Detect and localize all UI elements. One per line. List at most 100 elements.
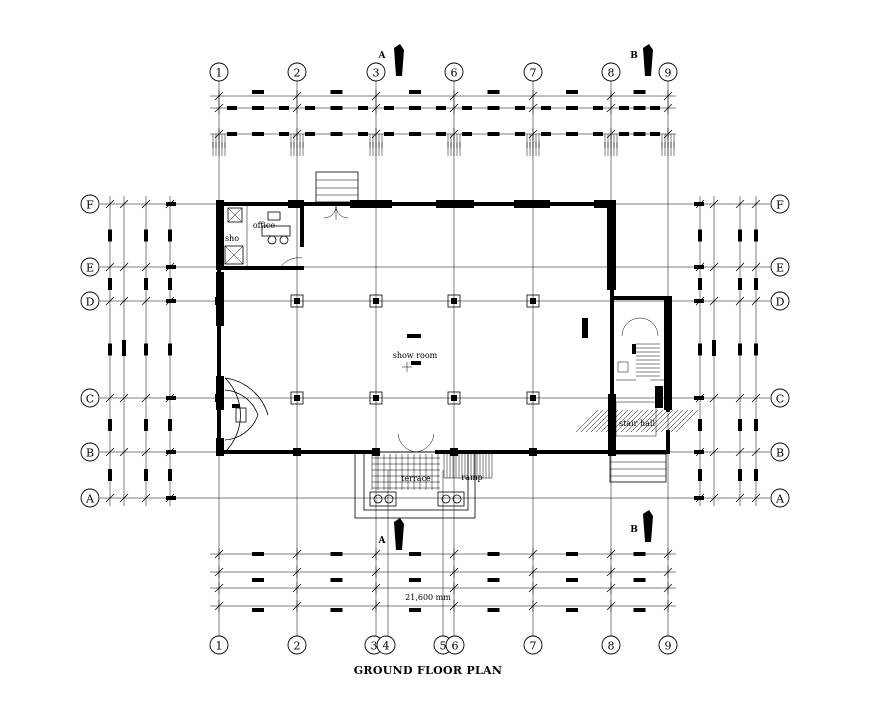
dimension-mark xyxy=(738,229,742,242)
dimension-tick xyxy=(709,296,719,306)
grid-bubble-right-circle xyxy=(770,388,790,408)
dimension-tick xyxy=(751,296,761,306)
dimension-mark xyxy=(754,229,758,242)
column xyxy=(529,448,537,456)
dimension-mark xyxy=(166,396,176,400)
dimension-tick xyxy=(105,447,115,457)
column xyxy=(447,294,461,308)
office-furniture xyxy=(224,207,291,265)
grid-bubble-left-label: D xyxy=(86,296,95,309)
dimension-chains xyxy=(105,90,761,612)
terrace xyxy=(354,451,493,519)
column-core xyxy=(294,298,300,304)
hatch-line xyxy=(615,409,639,433)
dimension-tick xyxy=(751,262,761,272)
grid-bubble-bottom-label: 7 xyxy=(530,640,537,653)
dimension-mark xyxy=(694,396,704,400)
dimension-mark xyxy=(166,265,176,269)
dimension-mark xyxy=(305,132,315,136)
dimension-mark xyxy=(487,132,500,136)
section-marker-b-bottom: B xyxy=(630,510,653,542)
dimension-tick xyxy=(751,447,761,457)
dimension-mark xyxy=(436,132,446,136)
grid-bubble-right-circle xyxy=(770,291,790,311)
dimension-mark xyxy=(754,343,758,356)
dimension-tick xyxy=(709,199,719,209)
dimension-mark xyxy=(108,469,112,481)
office-label: office xyxy=(253,221,276,230)
hatch-line xyxy=(645,409,669,433)
dimension-tick xyxy=(141,493,151,503)
grid-bubble-bottom-label: 9 xyxy=(665,640,672,653)
dimension-mark xyxy=(694,450,704,454)
svg-text:A: A xyxy=(378,536,387,546)
dimension-mark xyxy=(144,343,148,356)
dimension-mark xyxy=(168,343,172,356)
dimension-mark xyxy=(650,132,660,136)
dimension-mark xyxy=(633,106,646,110)
dimension-tick xyxy=(751,393,761,403)
dimension-mark xyxy=(541,106,551,110)
hatch-line xyxy=(590,409,614,433)
hatch-line xyxy=(620,409,644,433)
dimension-tick xyxy=(141,199,151,209)
grid-bubble-bottom-circle xyxy=(445,635,465,655)
grid-bubble-bottom-circle xyxy=(523,635,543,655)
dimension-tick xyxy=(105,262,115,272)
grid-bubble-top-circle xyxy=(209,62,229,82)
stair-hall-label: stair hall xyxy=(619,419,655,428)
grid-bubble-bottom-label: 4 xyxy=(383,640,390,653)
dimension-tick xyxy=(709,262,719,272)
grid-bubble-bottom-circle xyxy=(658,635,678,655)
section-marker-b-top: B xyxy=(630,44,653,76)
grid-bubble-right-label: F xyxy=(776,199,784,212)
rear-steps xyxy=(609,453,667,483)
dimension-mark xyxy=(698,343,702,356)
grid-bubble-right-label: E xyxy=(776,262,784,275)
dimension-tick xyxy=(141,262,151,272)
grid-bubble-bottom-label: 2 xyxy=(294,640,301,653)
dimension-mark xyxy=(487,106,500,110)
grid-bubble-left-circle xyxy=(80,194,100,214)
dimension-mark xyxy=(409,90,421,94)
center-mark xyxy=(411,361,421,365)
dimension-mark xyxy=(566,608,578,612)
dimension-mark xyxy=(358,132,368,136)
entrance-steps xyxy=(315,171,359,203)
dimension-mark xyxy=(650,106,660,110)
dimension-mark xyxy=(252,608,264,612)
column xyxy=(290,391,304,405)
reception-desk xyxy=(224,377,269,453)
dimension-mark xyxy=(144,469,148,481)
grid-bubble-left-label: C xyxy=(86,393,94,406)
dimension-mark xyxy=(754,278,758,290)
grid-bubble-left-circle xyxy=(80,257,100,277)
grid-bubble-bottom-circle xyxy=(601,635,621,655)
dimension-tick xyxy=(709,447,719,457)
dimension-mark xyxy=(305,106,315,110)
dimension-mark xyxy=(633,608,646,612)
grid-bubble-bottom-label: 1 xyxy=(216,640,223,653)
grid-bubble-left-label: A xyxy=(85,493,95,506)
dimension-tick xyxy=(735,447,745,457)
dimension-mark xyxy=(166,496,176,500)
grid-bubble-top-label: 8 xyxy=(608,67,615,80)
hatch-line xyxy=(675,409,699,433)
grid-bubble-bottom-circle xyxy=(287,635,307,655)
dimension-mark xyxy=(698,278,702,290)
grid-bubble-top-circle xyxy=(523,62,543,82)
grid-bubble-top-circle xyxy=(366,62,386,82)
grid-bubble-bottom-circle xyxy=(376,635,396,655)
dimension-mark xyxy=(515,106,525,110)
dimension-mark xyxy=(166,202,176,206)
dimension-mark xyxy=(633,578,646,582)
dimension-tick xyxy=(119,447,129,457)
dimension-mark xyxy=(168,229,172,242)
grid-bubble-right-label: D xyxy=(776,296,785,309)
dimension-tick xyxy=(709,393,719,403)
terrace-label: terrace xyxy=(401,474,431,483)
dimension-mark xyxy=(515,132,525,136)
dimension-mark xyxy=(108,229,112,242)
dimension-tick xyxy=(119,262,129,272)
stair-newel xyxy=(632,344,636,354)
